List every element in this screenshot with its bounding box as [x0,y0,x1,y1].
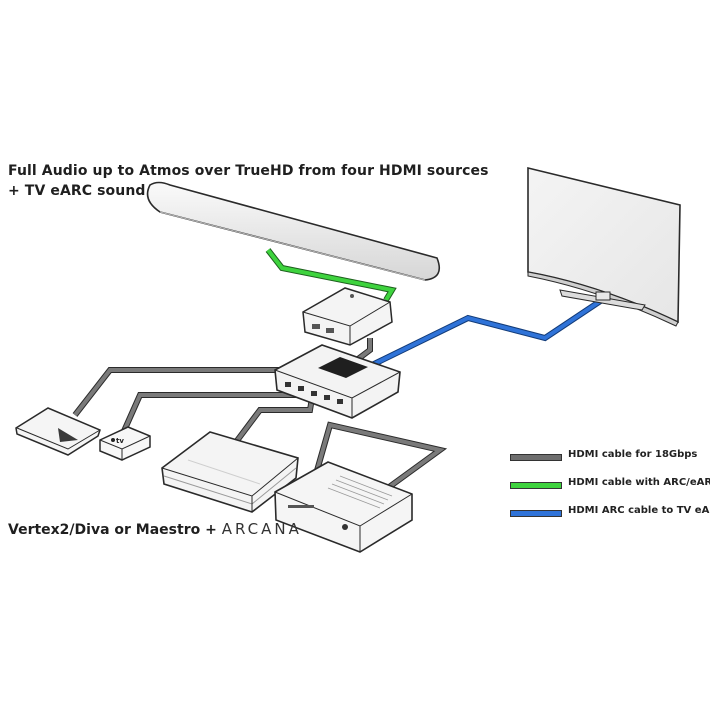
soundbar [146,181,441,281]
legend-swatch-green [510,482,562,489]
legend-label: HDMI cable for 18Gbps [568,449,698,460]
diagram-title: Full Audio up to Atmos over TrueHD from … [8,161,489,201]
blue-cable [370,295,607,368]
green-cable [265,248,397,302]
tv [527,166,681,327]
appletv-logo: tv [116,437,124,445]
legend-label: HDMI ARC cable to TV eARC [568,505,710,516]
game-console-xbox [274,461,413,553]
game-console-playstation [161,431,299,513]
product-caption: Vertex2/Diva or Maestro + ARCANA [8,520,302,538]
arcana-brand-logo: ARCANA [221,520,302,538]
arcana-extractor [302,287,393,346]
hdmi-switch [274,344,401,419]
legend-label: HDMI cable with ARC/eARC [568,477,710,488]
legend-swatch-blue [510,510,562,517]
streaming-box [15,407,101,456]
caption-text: Vertex2/Diva or Maestro + [8,522,222,538]
apple-tv: tv [99,426,151,461]
legend-swatch-gray [510,454,562,461]
title-line-1: Full Audio up to Atmos over TrueHD from … [8,163,489,179]
title-line-2: + TV eARC sound [8,183,146,199]
